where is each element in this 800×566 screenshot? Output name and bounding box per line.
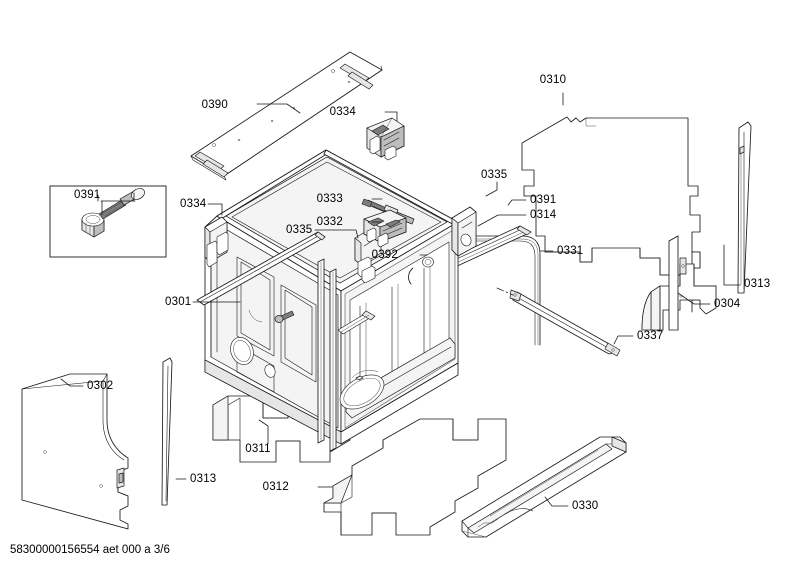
callout-0392: 0392: [372, 249, 398, 261]
leader-lines: [60, 92, 741, 507]
callout-0302: 0302: [87, 380, 113, 392]
callout-0331: 0331: [557, 245, 583, 257]
callout-0337: 0337: [637, 330, 663, 342]
callout-0311: 0311: [245, 443, 271, 455]
part-0334-bracket-upper: [366, 117, 405, 161]
callout-0333: 0333: [317, 193, 343, 205]
callout-0313-left: 0313: [190, 473, 216, 485]
part-0310-back-flange: [668, 235, 679, 331]
part-0390-trim-strip: [190, 51, 383, 181]
callout-0312: 0312: [263, 481, 289, 493]
footer-document-code: 58300000156554 aet 000 a 3/6: [10, 544, 170, 556]
callout-0391-right: 0391: [530, 194, 556, 206]
callout-0301: 0301: [165, 296, 191, 308]
callout-0330: 0330: [572, 500, 598, 512]
part-0310-insulation-mat: [521, 116, 701, 291]
part-0391-screw: [98, 188, 145, 220]
callout-0304: 0304: [714, 298, 741, 310]
detail-box-0391: [49, 185, 167, 258]
part-0330-base-trough: [461, 436, 627, 538]
callout-0334-left: 0334: [180, 198, 207, 210]
callout-0313-right: 0313: [744, 278, 770, 290]
callout-0314: 0314: [530, 209, 557, 221]
part-0301-tub-cabinet: [196, 149, 477, 452]
callout-labels: 0390 0334 0310 0391 0334 0333 0332 0335 …: [74, 74, 770, 512]
detail-screw-left-wall: [248, 309, 295, 323]
callout-0335-left: 0335: [286, 224, 312, 236]
part-0391-cap: [81, 212, 105, 238]
callout-0310: 0310: [540, 74, 566, 86]
part-0313-edge-strip-left: [161, 357, 173, 506]
callout-0335-right: 0335: [481, 169, 507, 181]
callout-0391-detail: 0391: [74, 189, 100, 201]
callout-0334-upper: 0334: [330, 106, 357, 118]
part-0332-latch-module: [363, 209, 407, 248]
part-0337-strut-rod: [496, 287, 621, 357]
part-0302-side-panel-left: [21, 373, 129, 530]
part-0313-edge-strip-right: [737, 121, 752, 294]
callout-0390: 0390: [202, 99, 228, 111]
callout-0332: 0332: [317, 216, 343, 228]
part-0312-base-insulation-rear: [323, 418, 507, 536]
part-0392-spring-clip: [408, 256, 434, 285]
